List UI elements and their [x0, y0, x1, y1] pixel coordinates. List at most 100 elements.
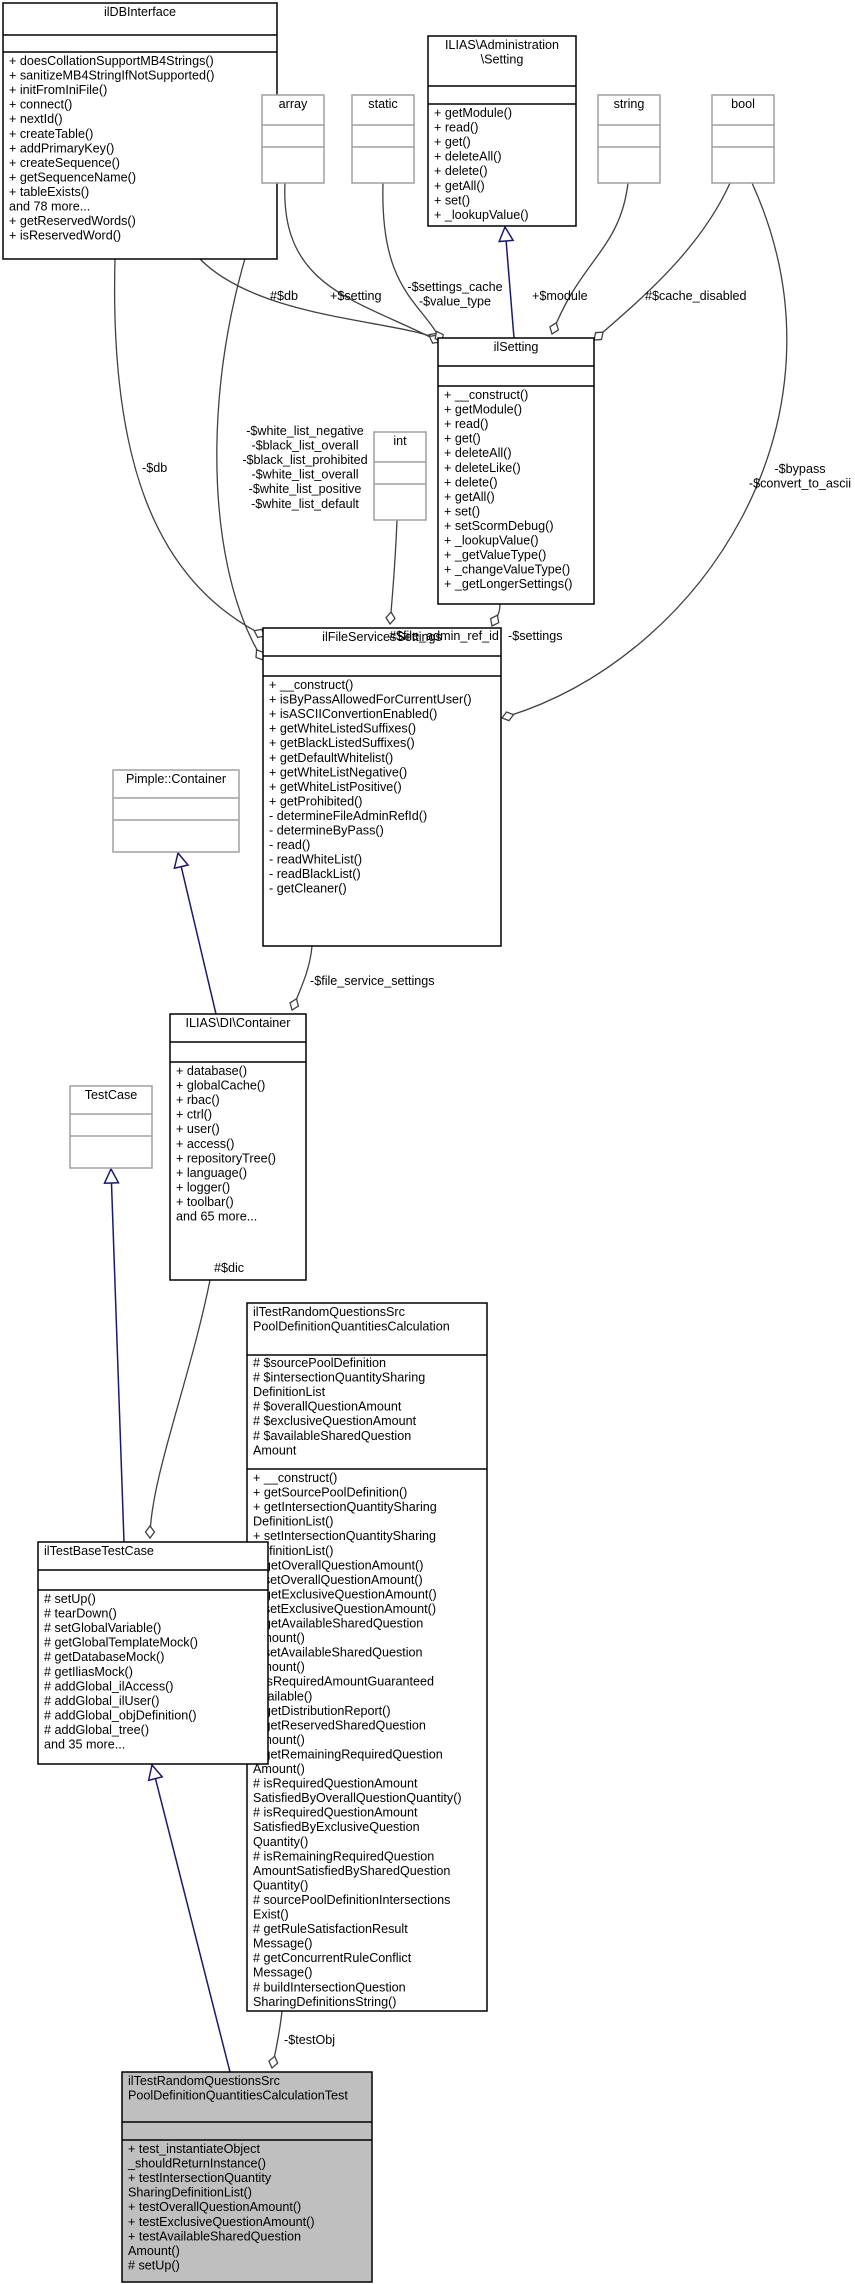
class-method: + _lookupValue() [434, 208, 529, 222]
class-method: + createTable() [9, 127, 93, 141]
class-method: + delete() [444, 475, 498, 489]
class-attribute: # $exclusiveQuestionAmount [253, 1414, 417, 1428]
class-box [2, 2, 278, 260]
edge-db_filesvc [113, 258, 266, 639]
inheritance-arrowhead [498, 225, 515, 243]
edge-label-db_filesvc: -$db [142, 461, 167, 475]
class-method: + testOverallQuestionAmount() [128, 2200, 301, 2214]
class-method: + getIntersectionQuantitySharing [253, 1500, 437, 1514]
class-box [246, 1302, 488, 2012]
class-box [427, 35, 577, 227]
edge-label-db_setting: #$db [270, 289, 298, 303]
class-method: and 78 more... [9, 200, 90, 214]
edge-calc_calctest [268, 2010, 283, 2070]
edge-db_setting [199, 258, 441, 343]
class-method: + testIntersectionQuantity [128, 2171, 272, 2185]
class-bool: bool [711, 94, 775, 184]
class-method: # tearDown() [44, 1607, 117, 1621]
class-method: + isASCIIConvertionEnabled() [269, 707, 437, 721]
edge-int_filesvc [385, 519, 398, 626]
class-method: + sanitizeMB4StringIfNotSupported() [9, 69, 214, 83]
class-box [437, 337, 595, 605]
class-box [711, 94, 775, 184]
class-method: + get() [444, 432, 481, 446]
class-calctest: ilTestRandomQuestionsSrcPoolDefinitionQu… [121, 2071, 373, 2283]
class-method: # isRequiredQuestionAmount [253, 1806, 418, 1820]
class-method: - determineByPass() [269, 824, 384, 838]
class-calc: ilTestRandomQuestionsSrcPoolDefinitionQu… [246, 1302, 488, 2012]
class-ilsetting: ilSetting+ __construct()+ getModule()+ r… [437, 337, 595, 605]
class-method: - readBlackList() [269, 867, 361, 881]
class-method: + ctrl() [176, 1108, 212, 1122]
edge-label-bool_filesvc: -$convert_to_ascii [749, 477, 851, 491]
edge-label-bool_setting: #$cache_disabled [645, 289, 747, 303]
class-method: SatisfiedByOverallQuestionQuantity() [253, 1791, 462, 1805]
class-method: + logger() [176, 1180, 230, 1194]
class-method: + set() [434, 193, 470, 207]
class-method: # addGlobal_ilAccess() [44, 1679, 174, 1693]
class-method: and 65 more... [176, 1210, 257, 1224]
class-method: + createSequence() [9, 156, 120, 170]
class-filesvc: ilFileServicesSettings+ __construct()+ i… [262, 627, 502, 947]
class-method: Quantity() [253, 1835, 308, 1849]
class-method: + toolbar() [176, 1195, 234, 1209]
nodes-layer: ilDBInterface+ doesCollationSupportMB4St… [2, 2, 775, 2283]
class-method: + getAvailableSharedQuestion [253, 1617, 423, 1631]
class-method: # setGlobalVariable() [44, 1621, 161, 1635]
aggregation-diamond [289, 997, 300, 1012]
class-method: + deleteAll() [444, 446, 512, 460]
aggregation-diamond [593, 331, 604, 341]
class-method: _shouldReturnInstance() [127, 2157, 266, 2171]
class-method: + isRequiredAmountGuaranteed [253, 1675, 434, 1689]
class-pimple: Pimple::Container [112, 769, 240, 853]
class-method: + delete() [434, 164, 488, 178]
class-method: + test_instantiateObject [128, 2142, 260, 2156]
class-method: + setExclusiveQuestionAmount() [253, 1602, 436, 1616]
edges-layer [103, 182, 788, 2073]
class-method: Exist() [253, 1908, 289, 1922]
inheritance-calctest_basetest [147, 1763, 231, 2073]
class-box [169, 1013, 307, 1281]
inheritance-arrowhead [103, 1167, 120, 1185]
edge-label-array_filesvc: -$white_list_overall [251, 468, 358, 482]
class-method: + getDefaultWhitelist() [269, 751, 393, 765]
class-method: + isByPassAllowedForCurrentUser() [269, 693, 472, 707]
edge-label-array_setting: +$setting [330, 289, 381, 303]
edge-label-array_filesvc: -$white_list_default [251, 497, 359, 511]
class-name: ILIAS\DI\Container [186, 1016, 291, 1030]
inheritance-arrowhead [173, 851, 190, 870]
class-method: # getRuleSatisfactionResult [253, 1922, 408, 1936]
class-method: + doesCollationSupportMB4Strings() [9, 54, 214, 68]
class-method: - read() [269, 838, 310, 852]
class-method: + setScormDebug() [444, 519, 554, 533]
class-method: # setUp() [44, 1592, 96, 1606]
class-method: + setOverallQuestionAmount() [253, 1573, 423, 1587]
class-name: int [393, 434, 407, 448]
class-method: + getModule() [444, 403, 522, 417]
class-method: - readWhiteList() [269, 853, 362, 867]
class-method: # getRemainingRequiredQuestion [253, 1747, 443, 1761]
class-box [261, 94, 325, 184]
class-method: Amount() [128, 2244, 180, 2258]
edge-label-array_filesvc: -$black_list_prohibited [242, 453, 367, 467]
class-name: static [368, 97, 397, 111]
inheritance-ilsetting_admsetting [498, 225, 515, 339]
edge-label-string_setting: +$module [532, 289, 588, 303]
aggregation-diamond [489, 614, 500, 627]
class-method: Message() [253, 1966, 313, 1980]
class-admsetting: ILIAS\Administration\Setting+ getModule(… [427, 35, 577, 227]
class-method: + setAvailableSharedQuestion [253, 1646, 423, 1660]
class-name: ilTestRandomQuestionsSrc [128, 2074, 280, 2088]
class-attribute: # $sourcePoolDefinition [253, 1356, 386, 1370]
class-box [262, 627, 502, 947]
edge-label-bool_filesvc: -$bypass [774, 462, 825, 476]
class-method: + rbac() [176, 1093, 220, 1107]
class-method: Message() [253, 1937, 313, 1951]
class-method: + addPrimaryKey() [9, 141, 114, 155]
class-method: # addGlobal_objDefinition() [44, 1708, 197, 1722]
edge-label-array_filesvc: -$black_list_overall [251, 439, 358, 453]
class-method: + get() [434, 135, 471, 149]
class-method: + __construct() [444, 388, 528, 402]
class-name: PoolDefinitionQuantitiesCalculation [253, 1320, 450, 1334]
